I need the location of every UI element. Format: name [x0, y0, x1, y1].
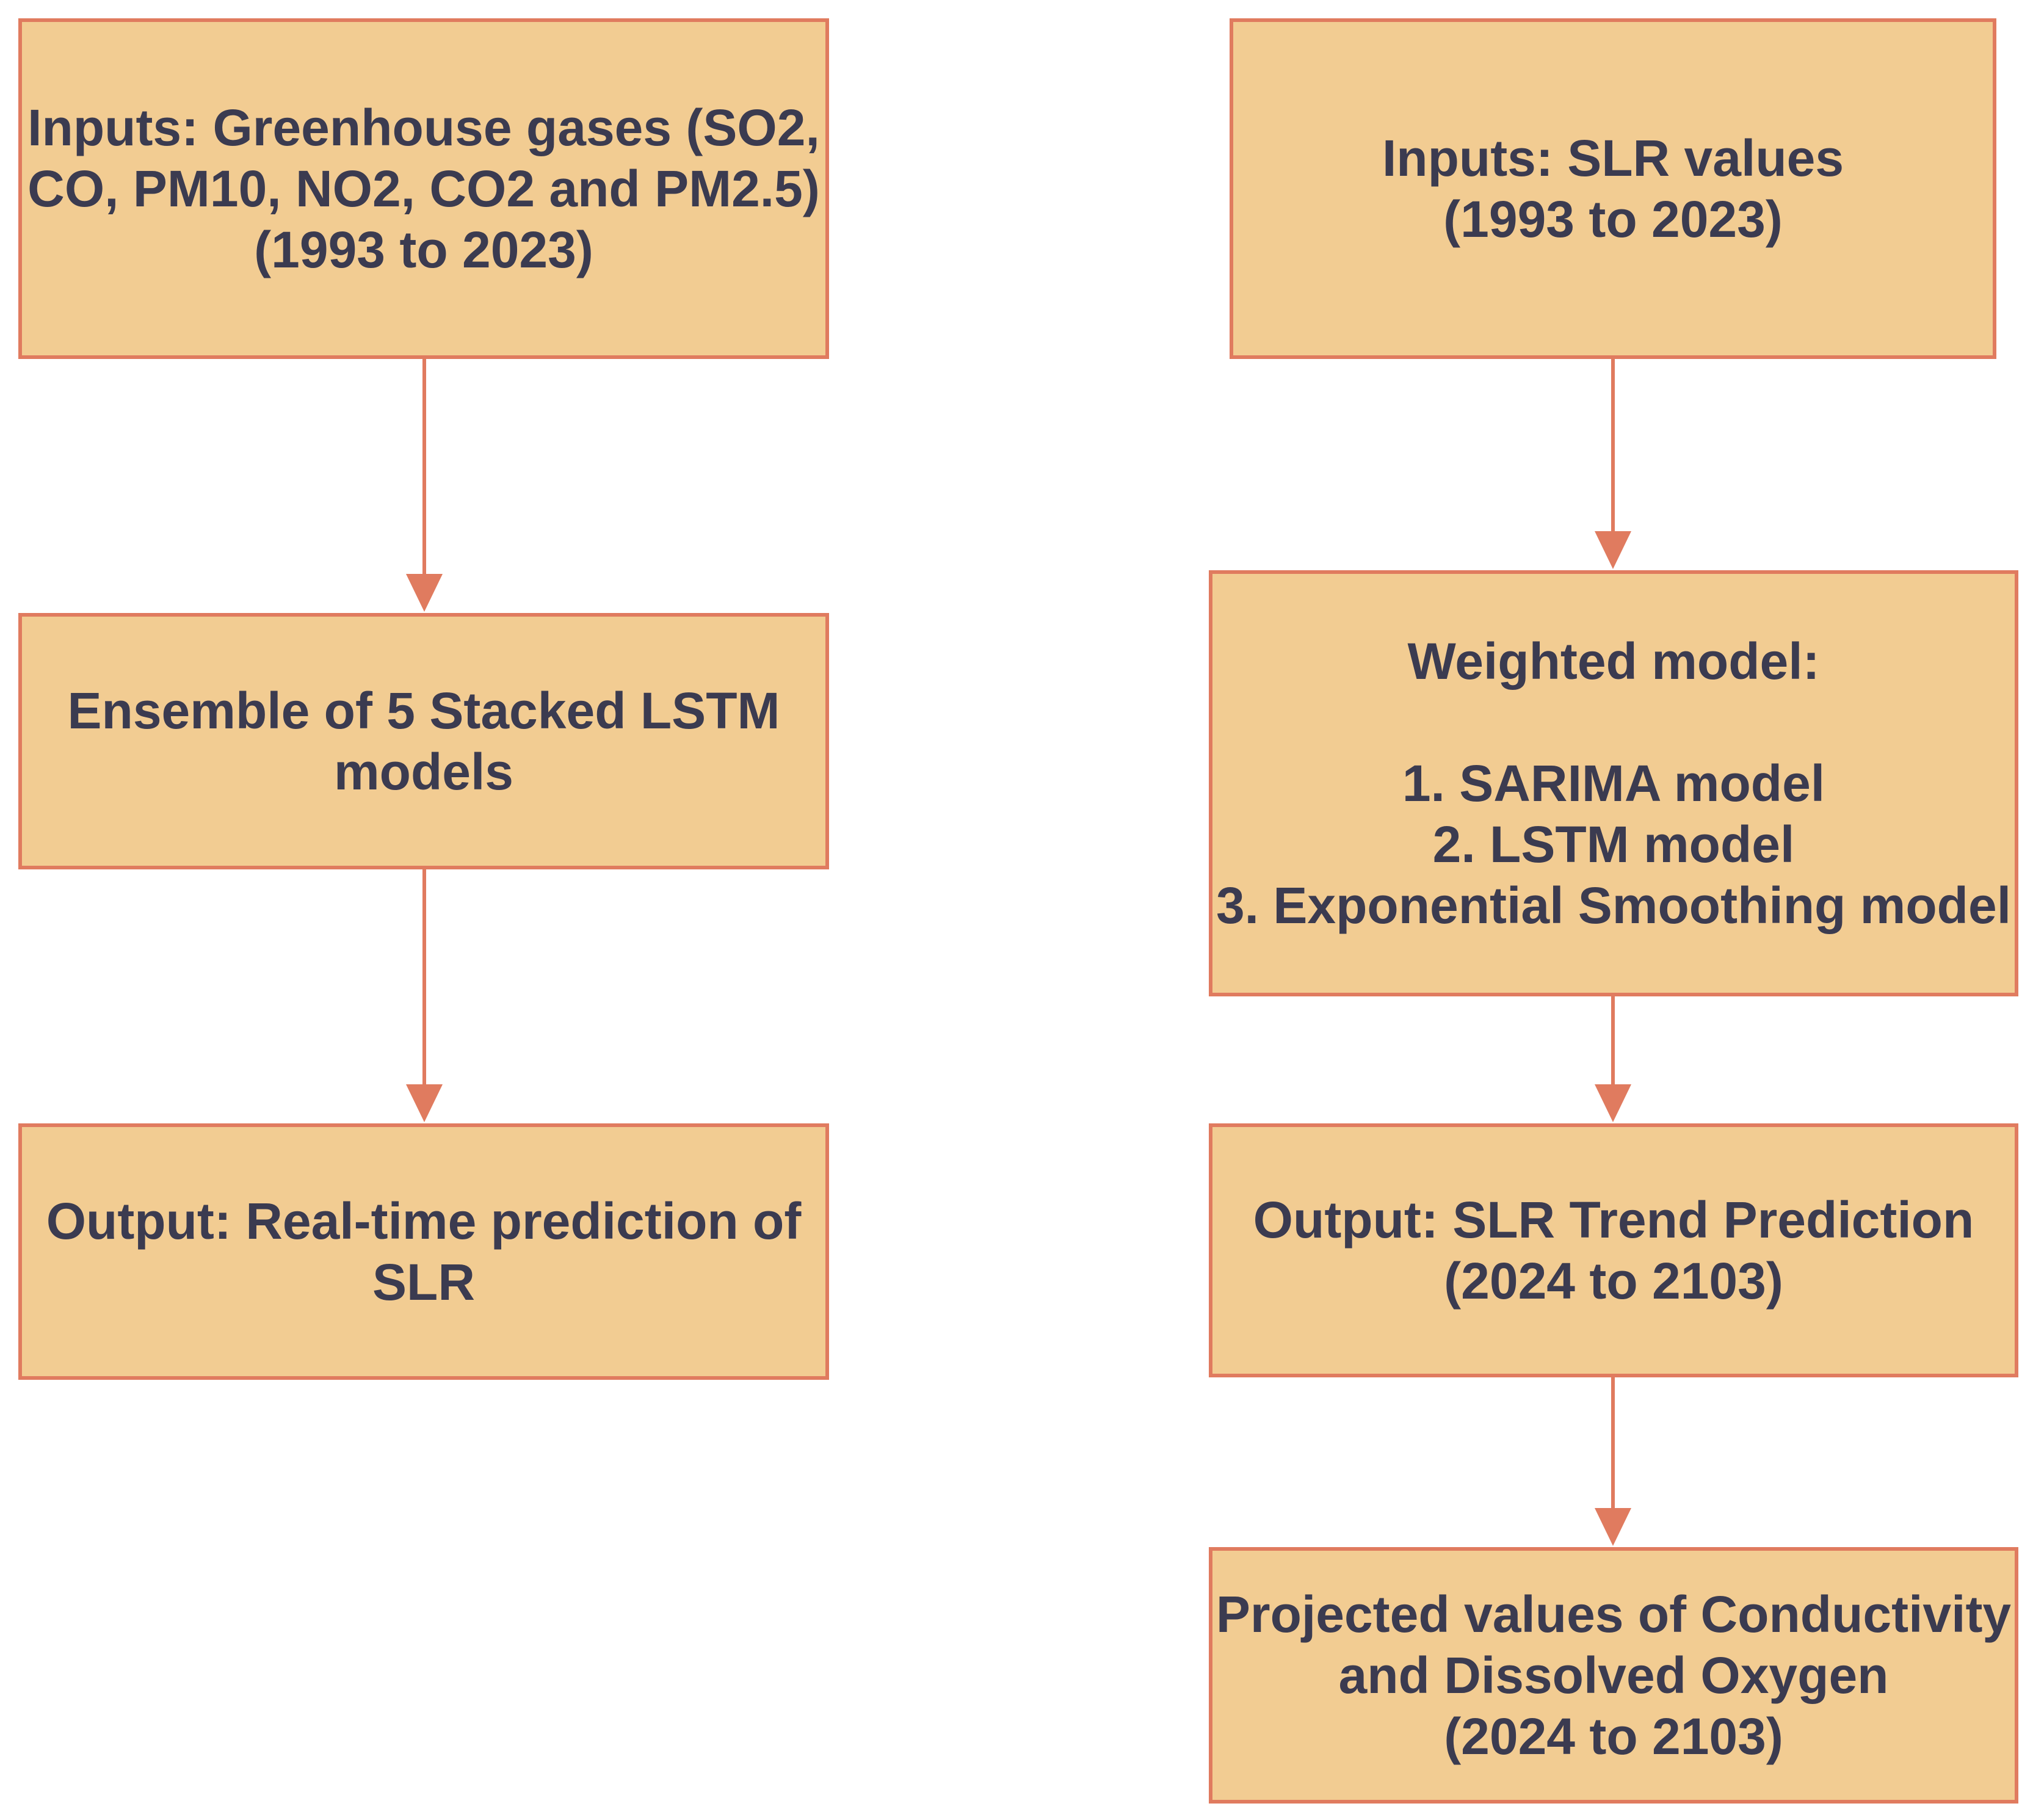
- right-model-spacer: [1216, 692, 2011, 753]
- left-inputs-line-2: CO, PM10, NO2, CO2 and PM2.5): [27, 160, 820, 217]
- left-output-line-2: SLR: [372, 1253, 475, 1311]
- arrow-right-inputs-to-model: [1595, 359, 1631, 569]
- right-output-line-2: (2024 to 2103): [1444, 1252, 1783, 1310]
- right-model-heading: Weighted model:: [1407, 633, 1820, 690]
- left-inputs-box: Inputs: Greenhouse gases (SO2, CO, PM10,…: [18, 18, 829, 359]
- right-inputs-line-1: Inputs: SLR values: [1382, 129, 1844, 187]
- right-inputs-box: Inputs: SLR values (1993 to 2023): [1230, 18, 1996, 359]
- right-model-item-1: 1. SARIMA model: [1402, 755, 1825, 812]
- right-model-item-3: 3. Exponential Smoothing model: [1216, 877, 2012, 934]
- arrow-left-inputs-to-model: [406, 359, 443, 612]
- left-model-line-2: models: [333, 743, 514, 800]
- left-inputs-line-1: Inputs: Greenhouse gases (SO2,: [27, 99, 820, 156]
- right-projection-line-3: (2024 to 2103): [1444, 1708, 1783, 1765]
- arrow-right-output-to-projection: [1595, 1377, 1631, 1546]
- right-output-line-1: Output: SLR Trend Prediction: [1253, 1191, 1974, 1249]
- left-model-box: Ensemble of 5 Stacked LSTM models: [18, 613, 829, 869]
- right-projection-box: Projected values of Conductivity and Dis…: [1209, 1547, 2018, 1804]
- right-model-item-2: 2. LSTM model: [1432, 816, 1795, 873]
- right-projection-line-1: Projected values of Conductivity: [1216, 1586, 2012, 1643]
- left-inputs-line-3: (1993 to 2023): [254, 221, 593, 278]
- arrow-left-model-to-output: [406, 869, 443, 1122]
- right-output-box: Output: SLR Trend Prediction (2024 to 21…: [1209, 1123, 2018, 1377]
- right-inputs-line-2: (1993 to 2023): [1443, 190, 1783, 248]
- right-projection-line-2: and Dissolved Oxygen: [1338, 1647, 1889, 1704]
- right-model-box: Weighted model: 1. SARIMA model 2. LSTM …: [1209, 570, 2018, 996]
- arrow-right-model-to-output: [1595, 996, 1631, 1122]
- left-output-box: Output: Real-time prediction of SLR: [18, 1123, 829, 1380]
- left-model-line-1: Ensemble of 5 Stacked LSTM: [67, 682, 780, 739]
- left-output-line-1: Output: Real-time prediction of: [46, 1192, 802, 1250]
